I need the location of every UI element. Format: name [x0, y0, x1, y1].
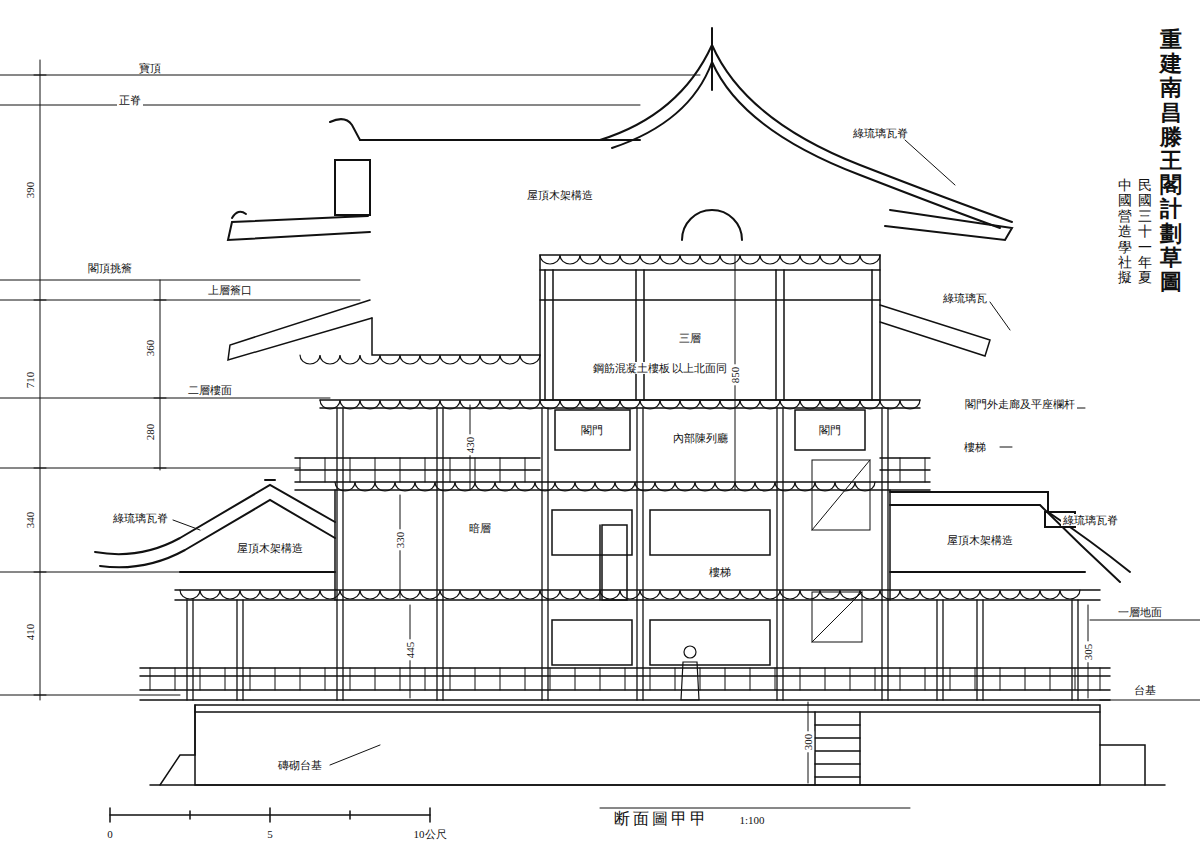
bracket-cloud	[335, 482, 875, 491]
part-label: 寶頂	[137, 62, 163, 74]
part-label: 正脊	[117, 94, 143, 106]
bracket-sets	[180, 255, 1080, 599]
dimension-number: 410	[24, 622, 36, 643]
part-label: 三層	[677, 332, 703, 344]
mezzanine	[335, 490, 890, 600]
part-label: 樓梯	[962, 441, 988, 453]
part-label: 二層樓面	[186, 384, 234, 396]
dimension-number: 300	[802, 732, 814, 753]
part-label: 綠琉璃瓦脊	[851, 127, 910, 139]
part-label: 綠琉璃瓦脊	[1061, 514, 1120, 526]
part-label: 鋼筋混凝土樓板 以上北面同	[591, 362, 730, 374]
dimension-number: 850	[729, 365, 741, 386]
part-label: 屋頂木架構造	[235, 542, 305, 554]
dimension-number: 710	[24, 370, 36, 391]
dimension-number: 305	[1082, 642, 1094, 663]
dimension-number: 280	[144, 422, 156, 443]
bracket-cloud	[320, 400, 920, 409]
main-roof	[228, 28, 1012, 240]
dimension-number: 445	[404, 640, 416, 661]
part-label: 閣門	[579, 424, 605, 436]
dimension-number: 430	[464, 435, 476, 456]
dimension-lines	[0, 60, 1200, 783]
leader-lines	[173, 140, 1085, 765]
part-label: 閣門	[817, 424, 843, 436]
dimension-number: 390	[24, 180, 36, 201]
drawing-title: 重建南昌滕王閣計劃草圖	[1160, 28, 1182, 294]
part-label: 一層地面	[1116, 606, 1164, 618]
second-floor	[295, 400, 930, 490]
part-label: 屋頂木架構造	[525, 189, 595, 201]
scale-ratio: 1:100	[737, 814, 766, 826]
upper-storey	[228, 255, 990, 400]
scale-number: 0	[105, 828, 115, 840]
part-label: 磚砌台基	[276, 759, 324, 771]
part-label: 綠琉璃瓦脊	[111, 512, 170, 524]
author-note: 民國三十一年夏	[1138, 178, 1152, 286]
part-label: 內部陳列廳	[671, 432, 730, 444]
bracket-cloud	[180, 590, 1080, 599]
stairs	[812, 460, 870, 642]
section-caption: 断面圖甲甲	[612, 810, 711, 828]
dimension-number: 330	[394, 530, 406, 551]
part-label: 閣門外走廊及平座欄杆	[963, 398, 1077, 410]
railing-posts	[150, 458, 1100, 690]
bracket-cloud	[300, 355, 540, 364]
part-label: 上層簷口	[206, 284, 254, 296]
dimension-number: 360	[144, 338, 156, 359]
part-label: 綠琉璃瓦	[941, 292, 989, 304]
part-label: 台基	[1132, 684, 1158, 696]
scale-bar	[110, 808, 910, 822]
part-label: 暗層	[467, 522, 493, 534]
bracket-cloud	[540, 255, 880, 264]
part-label: 屋頂木架構造	[945, 534, 1015, 546]
scale-number: 10公尺	[412, 828, 449, 840]
columns	[187, 408, 1078, 700]
scale-number: 5	[265, 828, 275, 840]
dimension-number: 340	[24, 510, 36, 531]
platform-base	[150, 705, 1165, 785]
scale-figure	[681, 646, 699, 700]
author-note: 中國營造學社擬	[1118, 178, 1132, 286]
part-label: 樓梯	[707, 566, 733, 578]
side-roofs	[95, 480, 1130, 582]
ground-floor	[140, 590, 1110, 700]
part-label: 閣頂挑簷	[86, 262, 134, 274]
